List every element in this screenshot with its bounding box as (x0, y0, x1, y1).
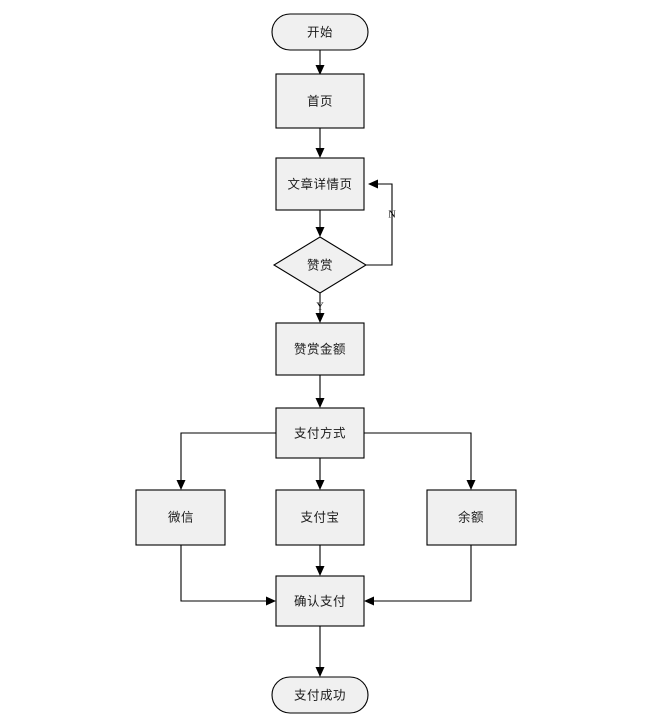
edge-decision-no-to-article: N (366, 179, 396, 266)
edge-alipay-to-confirm (315, 545, 325, 576)
edge-confirm-to-success (315, 626, 325, 677)
edge-balance-to-confirm (364, 545, 472, 606)
edge-amount-to-paymethod (315, 375, 325, 408)
node-home-label: 首页 (307, 94, 333, 108)
edge-paymethod-to-alipay (315, 458, 325, 490)
node-payment-success[interactable]: 支付成功 (271, 676, 369, 714)
edge-start-to-home (315, 50, 325, 75)
node-tip-decision[interactable]: 赞赏 (272, 236, 368, 294)
node-tip-amount[interactable]: 赞赏金额 (275, 322, 365, 376)
edge-paymethod-to-balance (364, 432, 476, 490)
edge-article-to-decision (315, 210, 325, 237)
node-balance[interactable]: 余额 (426, 489, 517, 546)
edge-label-yes: Y (316, 301, 324, 312)
node-payment-success-label: 支付成功 (294, 688, 346, 702)
node-balance-label: 余额 (458, 509, 484, 524)
node-payment-method[interactable]: 支付方式 (275, 407, 365, 459)
node-layer: 开始 首页 文章详情页 赞赏 赞赏金额 (135, 13, 517, 714)
node-article-detail-label: 文章详情页 (287, 176, 352, 191)
node-start[interactable]: 开始 (271, 13, 369, 51)
edge-home-to-article (315, 128, 325, 158)
edge-decision-yes-to-amount: Y (315, 293, 325, 323)
edge-paymethod-to-wechat (176, 432, 276, 490)
node-confirm-payment-label: 确认支付 (294, 594, 346, 608)
node-tip-decision-label: 赞赏 (307, 258, 333, 272)
edge-wechat-to-confirm (180, 545, 276, 606)
node-start-label: 开始 (307, 25, 333, 39)
node-wechat[interactable]: 微信 (135, 489, 226, 546)
node-confirm-payment[interactable]: 确认支付 (275, 575, 365, 627)
node-alipay-label: 支付宝 (300, 510, 339, 524)
node-article-detail[interactable]: 文章详情页 (275, 157, 365, 211)
edge-layer: N Y (176, 50, 476, 677)
node-wechat-label: 微信 (168, 510, 194, 524)
node-tip-amount-label: 赞赏金额 (294, 341, 346, 356)
node-home[interactable]: 首页 (275, 73, 365, 129)
node-payment-method-label: 支付方式 (294, 425, 346, 440)
node-alipay[interactable]: 支付宝 (275, 489, 365, 546)
edge-label-no: N (388, 209, 396, 220)
